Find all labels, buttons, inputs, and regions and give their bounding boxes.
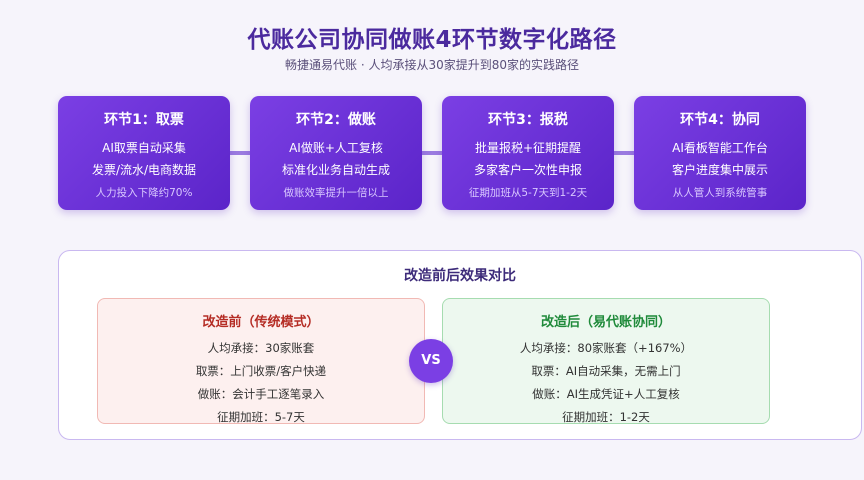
step-1-card: 环节1：取票 AI取票自动采集 发票/流水/电商数据 人力投入下降约70% bbox=[58, 96, 230, 210]
before-line: 做账：会计手工逐笔录入 bbox=[197, 387, 325, 401]
step-line: AI做账+人工复核 bbox=[289, 141, 383, 155]
comparison-title: 改造前后效果对比 bbox=[404, 268, 516, 284]
step-title: 环节3：报税 bbox=[488, 112, 568, 128]
step-line: 多家客户一次性申报 bbox=[473, 163, 582, 177]
before-card: 改造前（传统模式） 人均承接：30家账套 取票：上门收票/客户快递 做账：会计手… bbox=[97, 298, 425, 424]
step-line: 批量报税+征期提醒 bbox=[474, 141, 582, 155]
after-line: 取票：AI自动采集，无需上门 bbox=[531, 364, 681, 378]
step-line: 发票/流水/电商数据 bbox=[91, 163, 197, 177]
step-note: 人力投入下降约70% bbox=[95, 187, 193, 199]
after-line: 人均承接：80家账套（+167%） bbox=[519, 341, 693, 355]
after-line: 做账：AI生成凭证+人工复核 bbox=[532, 387, 680, 401]
step-line: AI看板智能工作台 bbox=[672, 141, 768, 155]
after-line: 征期加班：1-2天 bbox=[562, 410, 650, 424]
step-line: AI取票自动采集 bbox=[102, 141, 186, 155]
before-line: 人均承接：30家账套 bbox=[207, 341, 315, 355]
after-title: 改造后（易代账协同） bbox=[540, 315, 671, 330]
page-subtitle: 畅捷通易代账 · 人均承接从30家提升到80家的实践路径 bbox=[285, 58, 579, 72]
step-note: 征期加班从5-7天到1-2天 bbox=[468, 187, 588, 199]
comparison-panel: 改造前后效果对比 改造前（传统模式） 人均承接：30家账套 取票：上门收票/客户… bbox=[58, 250, 862, 440]
step-4-card: 环节4：协同 AI看板智能工作台 客户进度集中展示 从人管人到系统管事 bbox=[634, 96, 806, 210]
before-line: 取票：上门收票/客户快递 bbox=[195, 364, 327, 378]
step-title: 环节1：取票 bbox=[104, 112, 184, 128]
before-line: 征期加班：5-7天 bbox=[217, 410, 305, 424]
step-2-card: 环节2：做账 AI做账+人工复核 标准化业务自动生成 做账效率提升一倍以上 bbox=[250, 96, 422, 210]
after-card: 改造后（易代账协同） 人均承接：80家账套（+167%） 取票：AI自动采集，无… bbox=[442, 298, 770, 424]
vs-badge: VS bbox=[409, 339, 453, 383]
step-note: 从人管人到系统管事 bbox=[672, 187, 768, 199]
step-3-card: 环节3：报税 批量报税+征期提醒 多家客户一次性申报 征期加班从5-7天到1-2… bbox=[442, 96, 614, 210]
step-note: 做账效率提升一倍以上 bbox=[283, 187, 389, 199]
before-title: 改造前（传统模式） bbox=[202, 315, 320, 330]
step-line: 客户进度集中展示 bbox=[671, 163, 768, 177]
page-title: 代账公司协同做账4环节数字化路径 bbox=[247, 27, 617, 53]
step-line: 标准化业务自动生成 bbox=[281, 163, 390, 177]
step-title: 环节4：协同 bbox=[680, 112, 760, 128]
flow-connector bbox=[140, 151, 730, 155]
step-title: 环节2：做账 bbox=[296, 112, 376, 128]
